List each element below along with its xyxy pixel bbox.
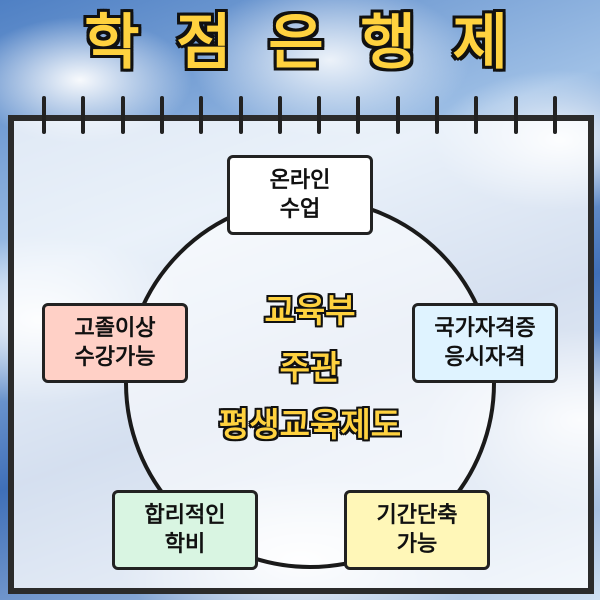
feature-national-certificate-text: 국가자격증 응시자격	[434, 316, 536, 370]
center-line-2: 주관	[279, 348, 341, 387]
feature-period-shortening-text: 기간단축 가능	[376, 503, 458, 557]
feature-reasonable-tuition: 합리적인 학비	[112, 490, 258, 570]
binding-ring	[42, 96, 46, 134]
binding-ring	[552, 96, 557, 134]
binding-ring	[395, 96, 400, 134]
feature-reasonable-tuition-text: 합리적인 학비	[144, 503, 226, 557]
feature-national-certificate: 국가자격증 응시자격	[412, 303, 558, 383]
binding-ring	[277, 96, 282, 134]
binding-ring	[435, 96, 439, 134]
center-line-3: 평생교육제도	[218, 405, 402, 444]
feature-highschool-eligible: 고졸이상 수강가능	[42, 303, 188, 383]
feature-online-class: 온라인 수업	[227, 155, 373, 235]
binding-ring	[120, 96, 125, 134]
binding-ring	[81, 96, 86, 134]
feature-online-class-text: 온라인 수업	[269, 168, 331, 222]
binding-ring	[199, 96, 204, 134]
page-title: 학 점 은 행 제	[84, 8, 516, 78]
feature-period-shortening: 기간단축 가능	[344, 490, 490, 570]
binding-ring	[513, 96, 518, 134]
binding-ring	[238, 96, 243, 134]
feature-highschool-eligible-text: 고졸이상 수강가능	[74, 316, 156, 370]
binding-ring	[159, 96, 164, 134]
center-line-1: 교육부	[264, 291, 356, 330]
center-label: 교육부 주관 평생교육제도	[198, 282, 422, 453]
binding-ring	[317, 96, 322, 134]
binding-ring	[356, 96, 361, 134]
binding-ring	[474, 96, 479, 134]
